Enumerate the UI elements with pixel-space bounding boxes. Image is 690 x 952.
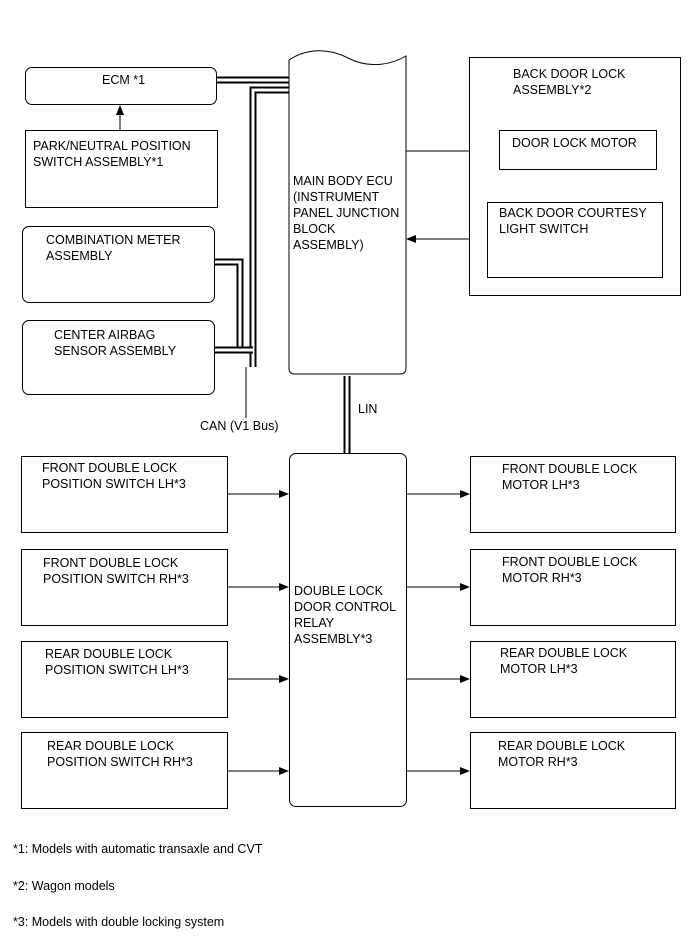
front-motor-rh-label: FRONT DOUBLE LOCK MOTOR RH*3: [502, 555, 638, 585]
front-motor-rh-box: FRONT DOUBLE LOCK MOTOR RH*3: [470, 549, 676, 626]
front-switch-rh-label: FRONT DOUBLE LOCK POSITION SWITCH RH*3: [43, 556, 189, 586]
rear-switch-rh-label: REAR DOUBLE LOCK POSITION SWITCH RH*3: [47, 739, 193, 769]
ecm-label: ECM *1: [102, 73, 146, 87]
combination-meter-label: COMBINATION METER ASSEMBLY: [46, 233, 181, 263]
door-lock-motor-box: DOOR LOCK MOTOR: [499, 130, 657, 170]
front-switch-rh-box: FRONT DOUBLE LOCK POSITION SWITCH RH*3: [21, 549, 228, 626]
rear-switch-lh-box: REAR DOUBLE LOCK POSITION SWITCH LH*3: [21, 641, 228, 718]
rear-motor-lh-label: REAR DOUBLE LOCK MOTOR LH*3: [500, 646, 628, 676]
center-airbag-sensor-label: CENTER AIRBAG SENSOR ASSEMBLY: [54, 328, 177, 358]
lin-bus-label: LIN: [358, 402, 378, 416]
double-lock-relay-box: DOUBLE LOCK DOOR CONTROL RELAY ASSEMBLY*…: [289, 453, 407, 807]
front-switch-lh-box: FRONT DOUBLE LOCK POSITION SWITCH LH*3: [21, 456, 228, 533]
rear-motor-lh-box: REAR DOUBLE LOCK MOTOR LH*3: [470, 641, 676, 718]
door-lock-motor-label: DOOR LOCK MOTOR: [512, 136, 637, 150]
ecm-box: ECM *1: [25, 67, 217, 105]
rear-switch-lh-label: REAR DOUBLE LOCK POSITION SWITCH LH*3: [45, 647, 189, 677]
main-body-ecu-label: MAIN BODY ECU (INSTRUMENT PANEL JUNCTION…: [293, 174, 400, 252]
footnote-2: *2: Wagon models: [13, 879, 115, 893]
rear-switch-rh-box: REAR DOUBLE LOCK POSITION SWITCH RH*3: [21, 732, 228, 809]
back-door-lock-assembly-label: BACK DOOR LOCK ASSEMBLY*2: [513, 67, 626, 97]
back-door-courtesy-switch-box: BACK DOOR COURTESY LIGHT SWITCH: [487, 202, 663, 278]
rear-motor-rh-box: REAR DOUBLE LOCK MOTOR RH*3: [470, 732, 676, 809]
park-neutral-switch-box: PARK/NEUTRAL POSITION SWITCH ASSEMBLY*1: [25, 130, 218, 208]
front-switch-lh-label: FRONT DOUBLE LOCK POSITION SWITCH LH*3: [42, 461, 186, 491]
can-bus-meter: [215, 258, 244, 350]
front-motor-lh-box: FRONT DOUBLE LOCK MOTOR LH*3: [470, 456, 676, 533]
double-lock-relay-label: DOUBLE LOCK DOOR CONTROL RELAY ASSEMBLY*…: [294, 584, 397, 646]
main-body-ecu-outline: [288, 50, 407, 375]
park-neutral-switch-label: PARK/NEUTRAL POSITION SWITCH ASSEMBLY*1: [33, 139, 191, 169]
can-bus-label: CAN (V1 Bus): [200, 419, 279, 433]
back-door-courtesy-switch-label: BACK DOOR COURTESY LIGHT SWITCH: [499, 206, 647, 236]
can-bus-main-trunk: [249, 86, 289, 367]
footnote-3: *3: Models with double locking system: [13, 915, 225, 929]
combination-meter-box: COMBINATION METER ASSEMBLY: [22, 226, 215, 303]
footnote-1: *1: Models with automatic transaxle and …: [13, 842, 263, 856]
center-airbag-sensor-box: CENTER AIRBAG SENSOR ASSEMBLY: [22, 320, 215, 395]
front-motor-lh-label: FRONT DOUBLE LOCK MOTOR LH*3: [502, 462, 638, 492]
rear-motor-rh-label: REAR DOUBLE LOCK MOTOR RH*3: [498, 739, 626, 769]
